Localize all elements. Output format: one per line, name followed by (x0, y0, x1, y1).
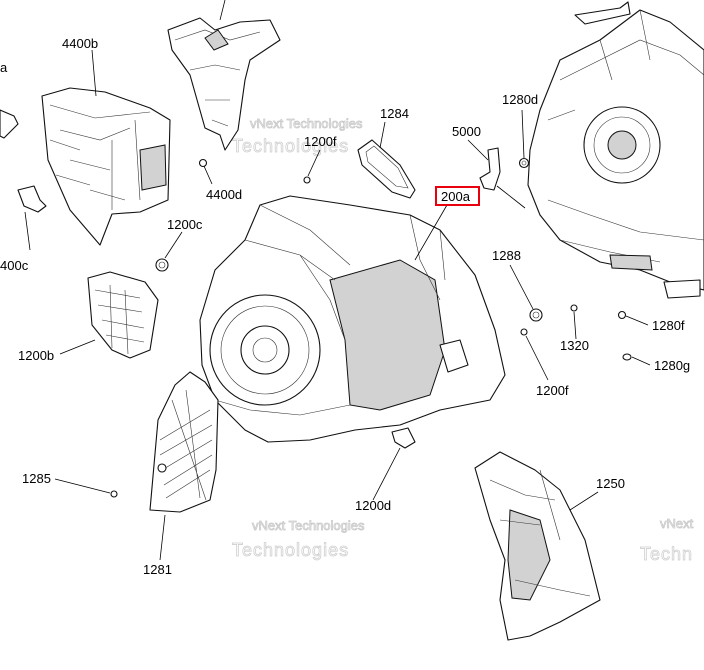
label-1200b: 1200b (18, 348, 54, 363)
svg-text:Technologies: Technologies (232, 540, 349, 560)
part-4400b (41, 87, 171, 246)
label-1285: 1285 (22, 471, 51, 486)
label-4400c: 400c (0, 258, 29, 273)
watermark-bottom: vNext Technologies Technologies (232, 518, 366, 561)
part-1288 (529, 308, 543, 322)
part-1281 (149, 371, 219, 513)
label-4400d: 4400d (206, 187, 242, 202)
label-1280f: 1280f (652, 318, 685, 333)
label-1320: 1320 (560, 338, 589, 353)
part-right-housing (527, 1, 704, 299)
watermark-center: vNext Technologies Technologies (232, 116, 364, 157)
part-200a-main-housing (199, 195, 506, 443)
part-1280f-screw (617, 310, 627, 320)
part-4400c-clip (17, 185, 47, 213)
part-1280g-washer (622, 353, 632, 361)
callout-labels: 4420 a 4400b 1284 5000 1280d 1200f 4400d… (0, 0, 690, 577)
part-5000 (479, 147, 501, 191)
label-1200f-lower: 1200f (536, 383, 569, 398)
watermark-right-bottom: vNext Techn (640, 516, 694, 565)
label-1280g: 1280g (654, 358, 690, 373)
label-1200d: 1200d (355, 498, 391, 513)
highlight-box (435, 186, 480, 206)
highlighted-callout-200a[interactable]: 200a (435, 186, 480, 206)
part-1200b (87, 271, 159, 359)
label-5000: 5000 (452, 124, 481, 139)
part-1200d-clip (391, 427, 416, 449)
leader-lines (24, 0, 651, 561)
label-200a: 200a (441, 189, 471, 204)
label-4420: 4420 (228, 0, 257, 1)
svg-text:vNext Technologies: vNext Technologies (252, 518, 365, 533)
label-1281: 1281 (143, 562, 172, 577)
label-1280d: 1280d (502, 92, 538, 107)
part-1320-screw (570, 304, 578, 312)
part-1280d-nut (518, 157, 530, 169)
label-a: a (0, 60, 8, 75)
label-1250: 1250 (596, 476, 625, 491)
label-1200c: 1200c (167, 217, 203, 232)
label-4400b: 4400b (62, 36, 98, 51)
part-1200f-screw-lower (520, 328, 528, 336)
part-1200f-screw-upper (303, 176, 311, 184)
part-1200c-nut (155, 258, 169, 272)
label-1200f-upper: 1200f (304, 134, 337, 149)
part-1285-screw (110, 490, 118, 498)
part-left-fragment (0, 109, 19, 139)
svg-text:vNext Technologies: vNext Technologies (250, 116, 363, 131)
label-1284: 1284 (380, 106, 409, 121)
svg-text:Techn: Techn (640, 544, 693, 564)
label-1288: 1288 (492, 248, 521, 263)
part-1284 (357, 139, 416, 199)
svg-text:vNext: vNext (660, 516, 694, 531)
part-4400d-screw (198, 158, 208, 168)
part-top-panel (167, 17, 281, 151)
part-1250 (474, 451, 601, 641)
